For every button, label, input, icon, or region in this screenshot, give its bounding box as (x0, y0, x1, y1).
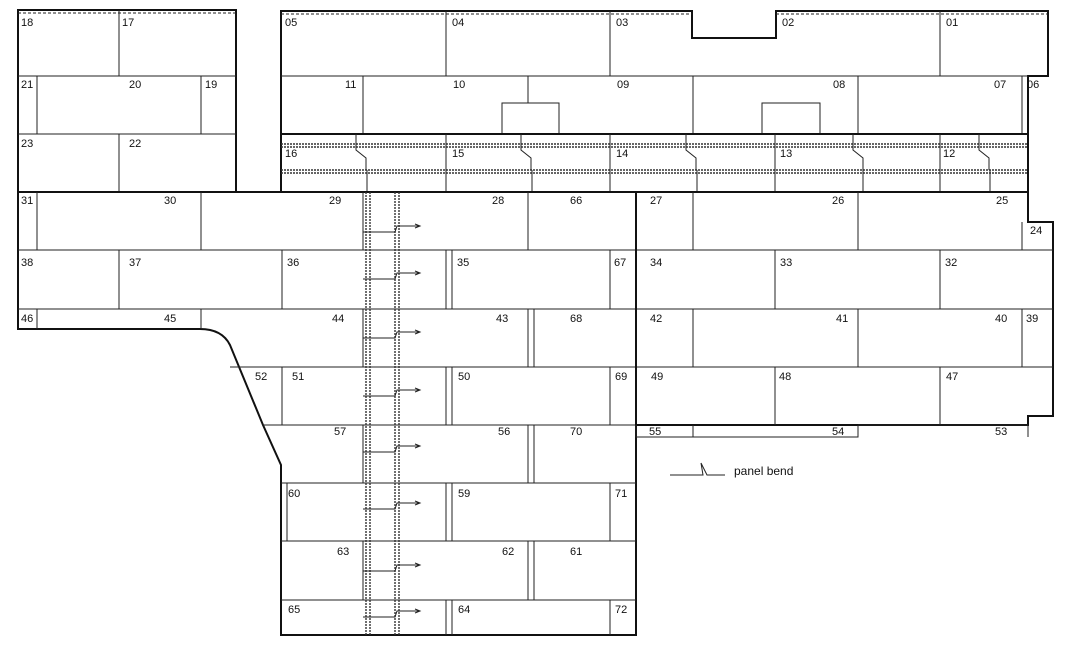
panel-bend-marker (363, 608, 422, 618)
panel-label-61: 61 (570, 546, 582, 558)
panel-label-68: 68 (570, 313, 582, 325)
panel-label-42: 42 (650, 313, 662, 325)
panel-label-70: 70 (570, 426, 582, 438)
panel-bend-marker (852, 134, 864, 170)
panel-label-31: 31 (21, 195, 33, 207)
panel-label-32: 32 (945, 257, 957, 269)
panel-bend-icon (670, 462, 725, 476)
panel-label-65: 65 (288, 604, 300, 616)
panel-label-44: 44 (332, 313, 344, 325)
panel-label-12: 12 (943, 148, 955, 160)
panel-label-55: 55 (649, 426, 661, 438)
panel-label-24: 24 (1030, 225, 1042, 237)
panel-bend-marker (363, 270, 422, 280)
panel-label-48: 48 (779, 371, 791, 383)
panel-label-62: 62 (502, 546, 514, 558)
panel-label-13: 13 (780, 148, 792, 160)
panel-label-46: 46 (21, 313, 33, 325)
panel-bend-marker (685, 134, 697, 170)
panel-label-51: 51 (292, 371, 304, 383)
main-body (17, 191, 1054, 636)
top-right-block (280, 10, 1049, 193)
panel-label-05: 05 (285, 17, 297, 29)
panel-label-23: 23 (21, 138, 33, 150)
panel-bend-marker (978, 134, 990, 170)
panel-label-30: 30 (164, 195, 176, 207)
panel-label-17: 17 (122, 17, 134, 29)
panel-label-09: 09 (617, 79, 629, 91)
panel-label-07: 07 (994, 79, 1006, 91)
panel-bend-marker (363, 329, 422, 339)
panel-label-25: 25 (996, 195, 1008, 207)
panel-label-40: 40 (995, 313, 1007, 325)
legend: panel bend (670, 462, 793, 478)
panel-bend-marker (363, 223, 422, 233)
panel-label-72: 72 (615, 604, 627, 616)
panel-label-20: 20 (129, 79, 141, 91)
panel-label-60: 60 (288, 488, 300, 500)
panel-label-29: 29 (329, 195, 341, 207)
panel-label-45: 45 (164, 313, 176, 325)
panel-labels: 01 02 03 04 05 06 07 08 09 10 11 12 13 14 15 16 17 18 19 20… (21, 17, 1042, 616)
panel-label-41: 41 (836, 313, 848, 325)
panel-label-21: 21 (21, 79, 33, 91)
panel-label-18: 18 (21, 17, 33, 29)
panel-label-47: 47 (946, 371, 958, 383)
panel-bend-marker (363, 562, 422, 572)
panel-label-54: 54 (832, 426, 844, 438)
panel-label-59: 59 (458, 488, 470, 500)
panel-label-06: 06 (1027, 79, 1039, 91)
panel-label-01: 01 (946, 17, 958, 29)
panel-label-39: 39 (1026, 313, 1038, 325)
panel-label-11: 11 (345, 79, 356, 91)
panel-label-22: 22 (129, 138, 141, 150)
legend-label: panel bend (734, 464, 793, 478)
panel-label-71: 71 (615, 488, 627, 500)
panel-label-43: 43 (496, 313, 508, 325)
panel-label-26: 26 (832, 195, 844, 207)
panel-label-52: 52 (255, 371, 267, 383)
panel-label-66: 66 (570, 195, 582, 207)
panel-label-57: 57 (334, 426, 346, 438)
panel-label-37: 37 (129, 257, 141, 269)
panel-label-36: 36 (287, 257, 299, 269)
panel-label-53: 53 (995, 426, 1007, 438)
panel-label-19: 19 (205, 79, 217, 91)
panel-label-49: 49 (651, 371, 663, 383)
panel-label-56: 56 (498, 426, 510, 438)
panel-label-28: 28 (492, 195, 504, 207)
panel-label-67: 67 (614, 257, 626, 269)
panel-label-35: 35 (457, 257, 469, 269)
panel-label-50: 50 (458, 371, 470, 383)
panel-label-27: 27 (650, 195, 662, 207)
panel-label-16: 16 (285, 148, 297, 160)
panel-label-64: 64 (458, 604, 470, 616)
panel-label-02: 02 (782, 17, 794, 29)
panel-label-38: 38 (21, 257, 33, 269)
panel-label-15: 15 (452, 148, 464, 160)
top-left-block (17, 9, 237, 193)
panel-bend-marker (363, 387, 422, 397)
panel-bend-marker (355, 134, 367, 170)
panel-label-63: 63 (337, 546, 349, 558)
panel-label-69: 69 (615, 371, 627, 383)
panel-label-10: 10 (453, 79, 465, 91)
panel-bend-markers (355, 134, 990, 618)
panel-bend-marker (363, 500, 422, 510)
panel-bend-marker (363, 443, 422, 453)
panel-label-03: 03 (616, 17, 628, 29)
panel-label-34: 34 (650, 257, 662, 269)
panel-label-14: 14 (616, 148, 628, 160)
panel-bend-marker (520, 134, 532, 170)
panel-label-33: 33 (780, 257, 792, 269)
panel-label-08: 08 (833, 79, 845, 91)
panel-label-04: 04 (452, 17, 464, 29)
